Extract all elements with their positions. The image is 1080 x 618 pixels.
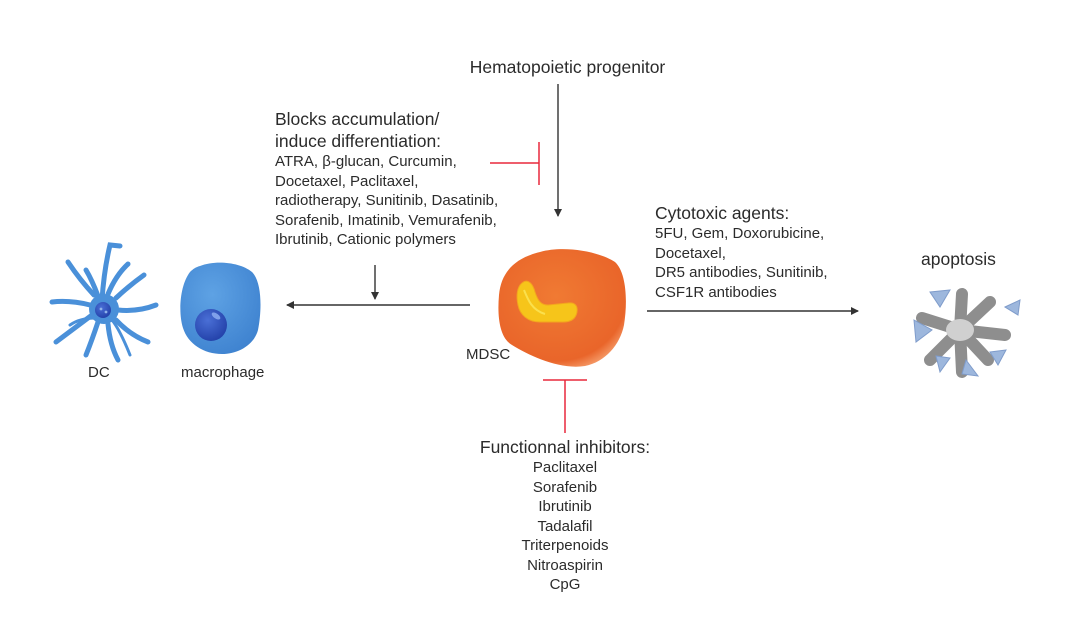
functional-agent: Nitroaspirin (527, 556, 603, 574)
cytotoxic-agents-line: DR5 antibodies, Sunitinib, (655, 264, 828, 281)
functional-inhibition-line (543, 379, 587, 433)
functional-agent: CpG (549, 576, 581, 593)
differentiation-heading-line: induce differentiation: (275, 131, 442, 151)
cytotoxic-block: Cytotoxic agents: 5FU, Gem, Doxorubicine… (655, 202, 828, 302)
apoptosis-label: apoptosis (921, 249, 996, 269)
differentiation-heading-line: Blocks accumulation/ (275, 109, 440, 129)
apoptotic-cell-icon (913, 288, 1021, 378)
macrophage-label: macrophage (181, 364, 265, 381)
functional-agent: Paclitaxel (532, 459, 598, 476)
differentiation-agents-line: Sorafenib, Imatinib, Vemurafenib, (275, 211, 497, 229)
differentiation-inhibition-line (490, 142, 540, 185)
dendritic-cell-icon (49, 242, 159, 363)
dc-label: DC (88, 364, 110, 381)
differentiation-agents-line: radiotherapy, Sunitinib, Dasatinib, (275, 192, 499, 209)
differentiation-block: Blocks accumulation/ induce differentiat… (275, 108, 498, 250)
functional-agent: Sorafenib (532, 478, 598, 496)
differentiation-agents-line: ATRA, β-glucan, Curcumin, (275, 153, 457, 170)
cytotoxic-heading: Cytotoxic agents: (655, 203, 790, 223)
functional-agent: Ibrutinib (538, 498, 592, 515)
hematopoietic-progenitor-label: Hematopoietic progenitor (469, 57, 666, 77)
functional-block: Functionnal inhibitors: Paclitaxel Soraf… (440, 436, 690, 595)
mdsc-cell-icon (498, 249, 626, 367)
functional-agent: Tadalafil (537, 517, 593, 535)
differentiation-agents-line: Docetaxel, Paclitaxel, (275, 172, 419, 190)
differentiation-agents-line: Ibrutinib, Cationic polymers (275, 231, 456, 248)
functional-agent: Triterpenoids (521, 537, 609, 554)
macrophage-icon (180, 262, 261, 354)
cytotoxic-agents-line: CSF1R antibodies (655, 283, 777, 301)
mdsc-label: MDSC (466, 346, 511, 363)
cytotoxic-agents-line: Docetaxel, (655, 244, 726, 262)
functional-heading: Functionnal inhibitors: (479, 437, 651, 457)
cytotoxic-agents-line: 5FU, Gem, Doxorubicine, (655, 225, 825, 242)
